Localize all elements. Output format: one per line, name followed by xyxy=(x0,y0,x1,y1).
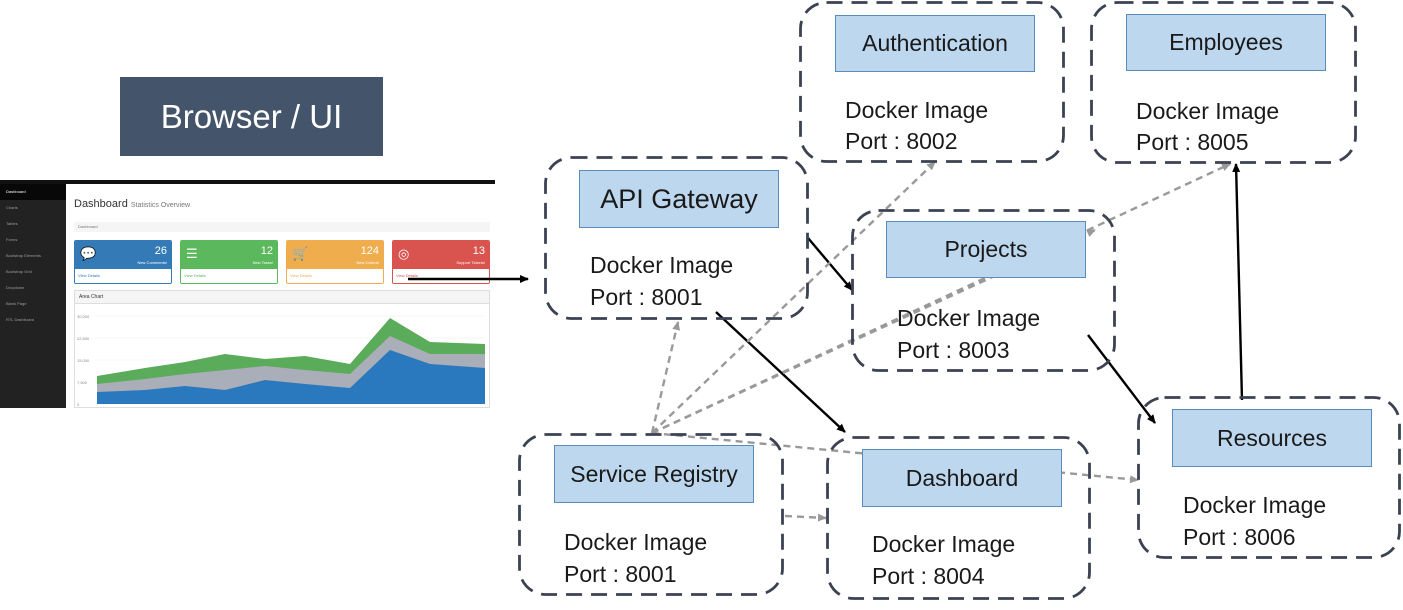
service-frame xyxy=(1137,396,1401,559)
dashed-arrow-registry-to-authentication xyxy=(651,161,936,434)
area-series-blue xyxy=(97,350,485,404)
service-frame xyxy=(826,436,1091,600)
port-label: Port : 8004 xyxy=(872,563,985,589)
sidebar-item-charts[interactable]: Charts xyxy=(6,205,18,210)
service-frame xyxy=(518,433,784,596)
stat-label: Support Tickets! xyxy=(456,260,485,265)
dashed-arrow-registry-to-dashboard xyxy=(784,513,827,522)
dashboard-topbar xyxy=(0,180,495,184)
dashboard-main: Dashboard Statistics Overview Dashboard … xyxy=(66,184,495,408)
service-title: Resources xyxy=(1172,409,1372,467)
port-label: Port : 8005 xyxy=(1136,129,1249,155)
service-resources: Resources Docker Image Port : 8006 xyxy=(1137,396,1401,559)
service-frame xyxy=(799,1,1065,163)
ytick-label: 7,500 xyxy=(77,380,88,385)
stat-value: 26 xyxy=(154,245,167,257)
stat-value: 12 xyxy=(260,245,273,257)
stat-label: New Tasks! xyxy=(252,260,273,265)
ytick-label: 0 xyxy=(77,402,80,407)
arrow-gateway-to-dashboard xyxy=(715,311,846,433)
cart-icon: 🛒 xyxy=(292,246,309,261)
service-title: Dashboard xyxy=(862,449,1062,507)
breadcrumb: Dashboard xyxy=(74,222,490,232)
comments-icon: 💬 xyxy=(80,246,97,261)
stat-label: New Orders! xyxy=(356,260,379,265)
arrow-projects-to-resources xyxy=(1087,334,1156,424)
service-frame xyxy=(851,209,1116,372)
service-frame xyxy=(544,156,809,320)
stat-card-tasks[interactable]: ☰ 12 New Tasks! View Details xyxy=(180,240,278,284)
sidebar-item-rtl-dashboard[interactable]: RTL Dashboard xyxy=(6,317,35,322)
area-chart-panel: Area Chart 30,000 22,500 15,000 7,500 0 xyxy=(74,290,490,408)
service-authentication: Authentication Docker Image Port : 8002 xyxy=(799,1,1065,163)
port-label: Port : 8002 xyxy=(845,128,958,154)
sidebar-item-blank-page[interactable]: Blank Page xyxy=(6,301,27,306)
docker-image-label: Docker Image xyxy=(564,529,708,555)
sidebar-item-bootstrap-elements[interactable]: Bootstrap Elements xyxy=(6,253,41,258)
dashboard-sidebar: Dashboard Charts Tables Forms Bootstrap … xyxy=(0,184,66,408)
port-label: Port : 8001 xyxy=(564,561,677,587)
view-details-link[interactable]: View Details xyxy=(75,269,171,283)
ytick-label: 30,000 xyxy=(77,314,90,319)
area-chart-title: Area Chart xyxy=(75,291,489,304)
service-title: API Gateway xyxy=(579,170,779,228)
service-employees: Employees Docker Image Port : 8005 xyxy=(1090,1,1357,164)
sidebar-item-forms[interactable]: Forms xyxy=(6,237,18,242)
dashboard-page-title: Dashboard Statistics Overview xyxy=(74,198,190,210)
dashed-arrow-registry-to-employees xyxy=(651,162,1231,435)
dashed-arrow-registry-to-projects xyxy=(651,228,1096,435)
sidebar-item-tables[interactable]: Tables xyxy=(6,221,18,226)
arrow-resources-to-employees xyxy=(1232,163,1244,401)
docker-image-label: Docker Image xyxy=(590,252,734,278)
tasks-icon: ☰ xyxy=(186,246,198,261)
sidebar-item-bootstrap-grid[interactable]: Bootstrap Grid xyxy=(6,269,32,274)
stat-label: New Comments! xyxy=(137,260,167,265)
support-icon: ◎ xyxy=(398,246,410,261)
docker-image-label: Docker Image xyxy=(1183,492,1327,518)
service-frame xyxy=(1090,1,1357,164)
page-subtitle: Statistics Overview xyxy=(130,202,191,209)
view-details-link[interactable]: View Details xyxy=(287,269,383,283)
docker-image-label: Docker Image xyxy=(1136,98,1280,124)
stat-value: 13 xyxy=(472,245,485,257)
port-label: Port : 8001 xyxy=(590,284,703,310)
docker-image-label: Docker Image xyxy=(872,531,1016,557)
port-label: Port : 8006 xyxy=(1183,524,1296,550)
docker-image-label: Docker Image xyxy=(845,97,989,123)
service-api-gateway: API Gateway Docker Image Port : 8001 xyxy=(544,156,809,320)
ytick-label: 15,000 xyxy=(77,358,90,363)
sidebar-item-dashboard[interactable]: Dashboard xyxy=(0,184,66,200)
service-projects: Projects Docker Image Port : 8003 xyxy=(851,209,1116,372)
stat-value: 124 xyxy=(360,245,379,257)
service-title: Service Registry xyxy=(554,445,754,503)
service-title: Projects xyxy=(886,221,1086,278)
docker-image-label: Docker Image xyxy=(897,305,1041,331)
service-title: Authentication xyxy=(835,15,1035,72)
browser-ui-title: Browser / UI xyxy=(120,77,383,156)
stat-card-comments[interactable]: 💬 26 New Comments! View Details xyxy=(74,240,172,284)
stat-card-orders[interactable]: 🛒 124 New Orders! View Details xyxy=(286,240,384,284)
ytick-label: 22,500 xyxy=(77,336,90,341)
area-chart: 30,000 22,500 15,000 7,500 0 xyxy=(77,314,485,407)
dashed-arrow-registry-to-gateway xyxy=(650,321,681,434)
port-label: Port : 8003 xyxy=(897,337,1010,363)
view-details-link[interactable]: View Details xyxy=(181,269,277,283)
service-dashboard: Dashboard Docker Image Port : 8004 xyxy=(826,436,1091,600)
dashboard-screenshot: Dashboard Charts Tables Forms Bootstrap … xyxy=(0,180,495,408)
service-title: Employees xyxy=(1126,14,1326,71)
page-title: Dashboard xyxy=(74,198,128,210)
service-service-registry: Service Registry Docker Image Port : 800… xyxy=(518,433,784,596)
sidebar-item-dropdown[interactable]: Dropdown xyxy=(6,285,25,290)
